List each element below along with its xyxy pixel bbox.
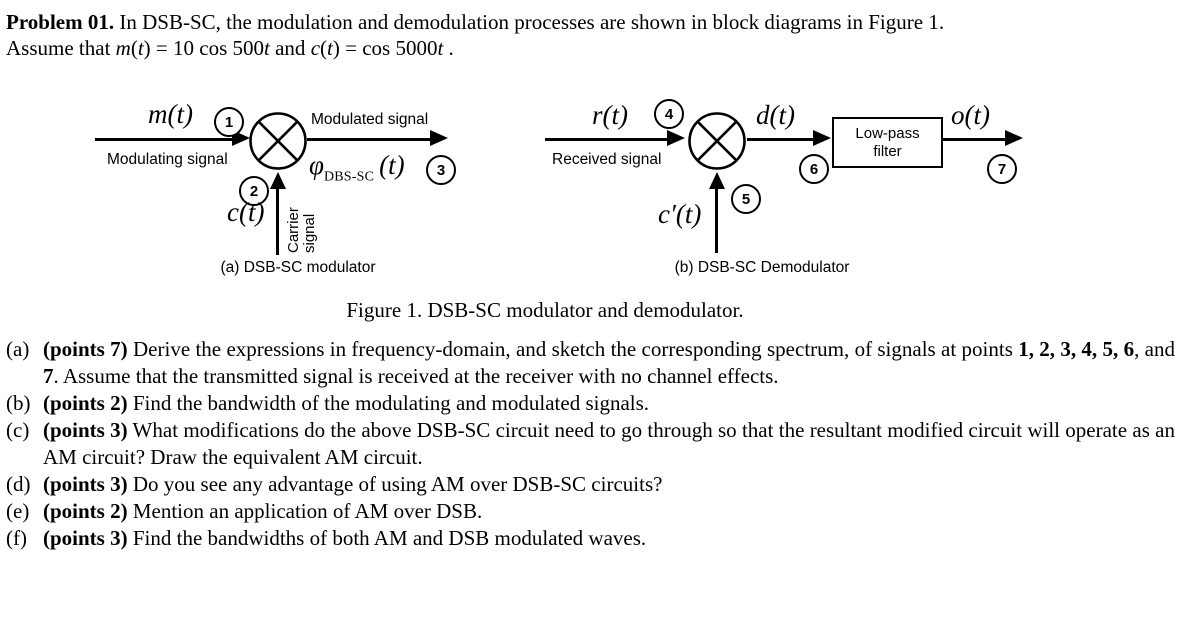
modulating-signal-math: m(t): [148, 99, 193, 129]
demodulator-mid-arrowhead-icon: [813, 130, 831, 146]
modulator-output-line: [307, 138, 432, 141]
modulator-mixer-icon: [249, 112, 307, 170]
question-e: (e) (points 2) Mention an application of …: [6, 498, 1175, 525]
demodulator-output-arrowhead-icon: [1005, 130, 1023, 146]
low-pass-filter-label-line-2: filter: [873, 142, 902, 160]
question-f-text: (points 3) Find the bandwidths of both A…: [43, 526, 647, 550]
question-d-marker: (d): [6, 472, 31, 496]
phi-argument: (t): [379, 150, 405, 180]
low-pass-filter-box: Low-pass filter: [832, 117, 943, 168]
question-a-text: (points 7) Derive the expressions in fre…: [43, 337, 1175, 388]
question-c-text: (points 3) What modifications do the abo…: [43, 418, 1175, 469]
modulator-caption: (a) DSB-SC modulator: [220, 259, 376, 276]
demodulator-mixer-icon: [688, 112, 746, 170]
carrier-signal-label: Carrier signal: [285, 207, 318, 253]
modulating-signal-label: Modulating signal: [107, 151, 228, 168]
question-e-marker: (e): [6, 499, 30, 523]
phi-symbol: φ: [309, 150, 324, 180]
circled-point-6: 6: [799, 154, 829, 184]
carrier-signal-math: c(t): [227, 197, 265, 227]
document-page: Problem 01. In DSB-SC, the modulation an…: [0, 0, 1183, 552]
question-e-text: (points 2) Mention an application of AM …: [43, 499, 483, 523]
demodulator-input-line: [545, 138, 670, 141]
question-b-text: (points 2) Find the bandwidth of the mod…: [43, 391, 650, 415]
problem-statement-line-1: Problem 01. In DSB-SC, the modulation an…: [6, 10, 945, 34]
output-signal-math: o(t): [951, 100, 990, 130]
demodulator-carrier-arrowhead-icon: [709, 172, 725, 189]
mixer-output-math: d(t): [756, 100, 795, 130]
circled-point-5: 5: [731, 184, 761, 214]
question-d-text: (points 3) Do you see any advantage of u…: [43, 472, 663, 496]
question-f-marker: (f): [6, 526, 27, 550]
circled-point-2: 2: [239, 176, 269, 206]
question-list: (a) (points 7) Derive the expressions in …: [0, 336, 1183, 552]
question-b: (b) (points 2) Find the bandwidth of the …: [6, 390, 1175, 417]
question-a: (a) (points 7) Derive the expressions in …: [6, 336, 1175, 390]
modulator-carrier-arrowhead-icon: [270, 172, 286, 189]
local-carrier-math: c′(t): [658, 199, 702, 229]
question-a-marker: (a): [6, 337, 30, 361]
question-d: (d) (points 3) Do you see any advantage o…: [6, 471, 1175, 498]
figure-1: m(t) 1 Modulating signal Modulated signa…: [0, 95, 1183, 285]
low-pass-filter-label-line-1: Low-pass: [855, 124, 920, 142]
modulator-input-line: [95, 138, 235, 141]
received-signal-label: Received signal: [552, 151, 662, 168]
circled-point-4: 4: [654, 99, 684, 129]
modulator-carrier-line: [276, 187, 279, 255]
question-c-marker: (c): [6, 418, 30, 442]
modulated-signal-math: φDBS-SC(t): [309, 150, 405, 192]
demodulator-mid-line: [747, 138, 815, 141]
question-f: (f) (points 3) Find the bandwidths of bot…: [6, 525, 1175, 552]
question-b-marker: (b): [6, 391, 31, 415]
received-signal-math: r(t): [592, 100, 628, 130]
circled-point-3: 3: [426, 155, 456, 185]
demodulator-caption: (b) DSB-SC Demodulator: [674, 259, 850, 276]
figure-caption: Figure 1. DSB-SC modulator and demodulat…: [346, 298, 744, 322]
problem-statement: Problem 01. In DSB-SC, the modulation an…: [0, 0, 1183, 61]
question-c: (c) (points 3) What modifications do the …: [6, 417, 1175, 471]
problem-statement-line-2: Assume that m(t) = 10 cos 500t and c(t) …: [6, 36, 454, 60]
modulated-signal-label: Modulated signal: [311, 111, 429, 128]
modulator-output-arrowhead-icon: [430, 130, 448, 146]
demodulator-output-line: [943, 138, 1007, 141]
circled-point-1: 1: [214, 107, 244, 137]
demodulator-input-arrowhead-icon: [667, 130, 685, 146]
phi-subscript: DBS-SC: [323, 169, 375, 185]
circled-point-7: 7: [987, 154, 1017, 184]
demodulator-carrier-line: [715, 187, 718, 253]
